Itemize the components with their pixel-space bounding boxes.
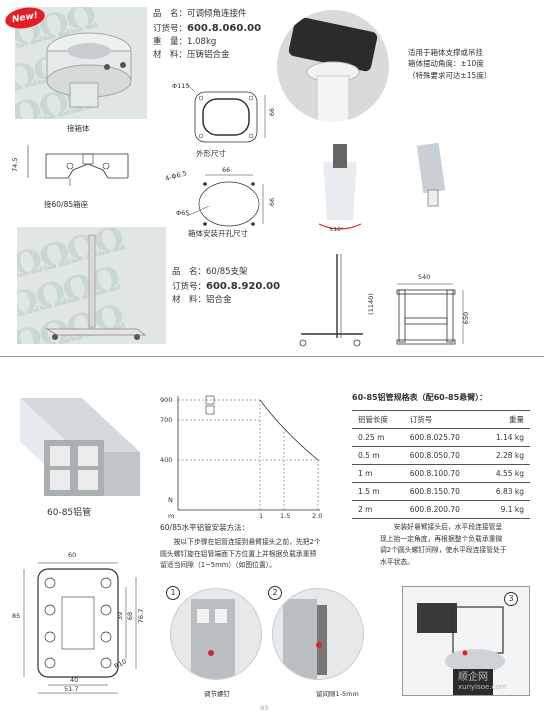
dim-60: 60 xyxy=(68,551,77,559)
spec-table-title: 60-85铝管规格表（配60-85悬臂）： xyxy=(352,393,488,402)
hole-drawing xyxy=(186,174,264,227)
load-chart xyxy=(177,395,320,511)
chart-x15: 1.5 xyxy=(280,512,291,520)
tilt-figure-1 xyxy=(318,144,362,230)
tube-title: 60-85铝管 xyxy=(47,508,92,518)
dim-1140: (1140) xyxy=(366,293,375,315)
label-hole: 箱体安装开孔尺寸 xyxy=(188,229,248,238)
th-code: 订货号 xyxy=(403,410,481,429)
outline-drawing xyxy=(186,83,266,143)
device-photo xyxy=(277,10,389,122)
chart-y400: 400 xyxy=(160,456,173,464)
th-length: 铝管长度 xyxy=(352,410,404,429)
label-base: 接60/85箱座 xyxy=(44,200,89,209)
dim-51-7: 51.7 xyxy=(64,685,79,693)
note1: 适用于箱体支撑或吊挂箱体摆动角度：±10度（特殊要求可达±15度） xyxy=(408,48,492,80)
stand-front-drawing xyxy=(396,283,464,345)
dim-76-7: 76.7 xyxy=(137,608,146,624)
tube-photo xyxy=(20,398,140,496)
th-weight: 重量 xyxy=(480,410,530,429)
page-number: 93 xyxy=(260,704,269,712)
dim-540: 540 xyxy=(418,273,431,281)
dim-74-5: 74.5 xyxy=(11,157,19,172)
step-3-number: 3 xyxy=(504,592,518,606)
dim-66-b: 66 xyxy=(222,166,231,174)
spec-table-header: 铝管长度 订货号 重量 xyxy=(352,410,530,429)
chart-xm: m xyxy=(168,512,175,520)
step-1-photo xyxy=(170,588,262,680)
tilt-figure-2 xyxy=(416,142,446,207)
dim-66-c: 66 xyxy=(268,197,277,207)
p2-spec: 品 名：60/85支架 订货号：600.8.920.00 材 料：铝合金 xyxy=(172,267,281,305)
angle-label: ±10° xyxy=(329,227,344,233)
step-1-number: 1 xyxy=(166,586,180,600)
dim-39: 39 xyxy=(116,611,125,621)
section-divider xyxy=(0,356,544,357)
step-1-caption: 调节螺钉 xyxy=(204,690,230,698)
label-outline: 外形尺寸 xyxy=(196,149,226,158)
profile-drawing xyxy=(23,562,137,694)
step-2-photo xyxy=(272,588,364,680)
dim-68: 68 xyxy=(126,611,135,621)
connector-drawing xyxy=(46,32,132,108)
dim-66-a: 66 xyxy=(268,107,277,117)
chart-x2: 2.0 xyxy=(312,512,323,520)
stand-photo: ΩΩΩΩ ΩΩΩΩ ΩΩΩΩ xyxy=(17,227,166,344)
dim-40: 40 xyxy=(70,676,79,684)
step-2-number: 2 xyxy=(268,586,282,600)
dim-phi115: Φ115 xyxy=(172,82,190,90)
base-side-drawing xyxy=(27,145,129,186)
stand-side-drawing xyxy=(299,254,363,347)
label-housing: 接箱体 xyxy=(67,124,90,133)
chart-yn: N xyxy=(168,496,173,504)
dim-phi65: Φ65 xyxy=(176,209,190,217)
p1-spec: 品 名：可调倾角连接件 订货号：600.8.060.00 重 量：1.08kg … xyxy=(153,9,262,60)
install-text: 按以下步骤在铝管连接到悬臂接头之前，先把2个圆头螺钉旋在铝管端面下方位置上并根据… xyxy=(160,538,321,570)
connector-photo: ΩΩΩ ΩΩΩΩ ΩΩΩ xyxy=(15,7,147,119)
install-title: 60/85水平铝管安装方法： xyxy=(160,523,250,532)
dim-650: 650 xyxy=(462,311,471,325)
chart-x1: 1 xyxy=(259,512,264,520)
install-text-2: 安装好悬臂接头后，水平段连接管呈现上抬一定角度，再根据整个负载承重微调2个圆头螺… xyxy=(380,523,507,566)
chart-y700: 700 xyxy=(160,416,173,424)
step-2-caption: 留间隙1-5mm xyxy=(316,690,359,698)
chart-y900: 900 xyxy=(160,396,173,404)
dim-85: 85 xyxy=(12,612,21,620)
